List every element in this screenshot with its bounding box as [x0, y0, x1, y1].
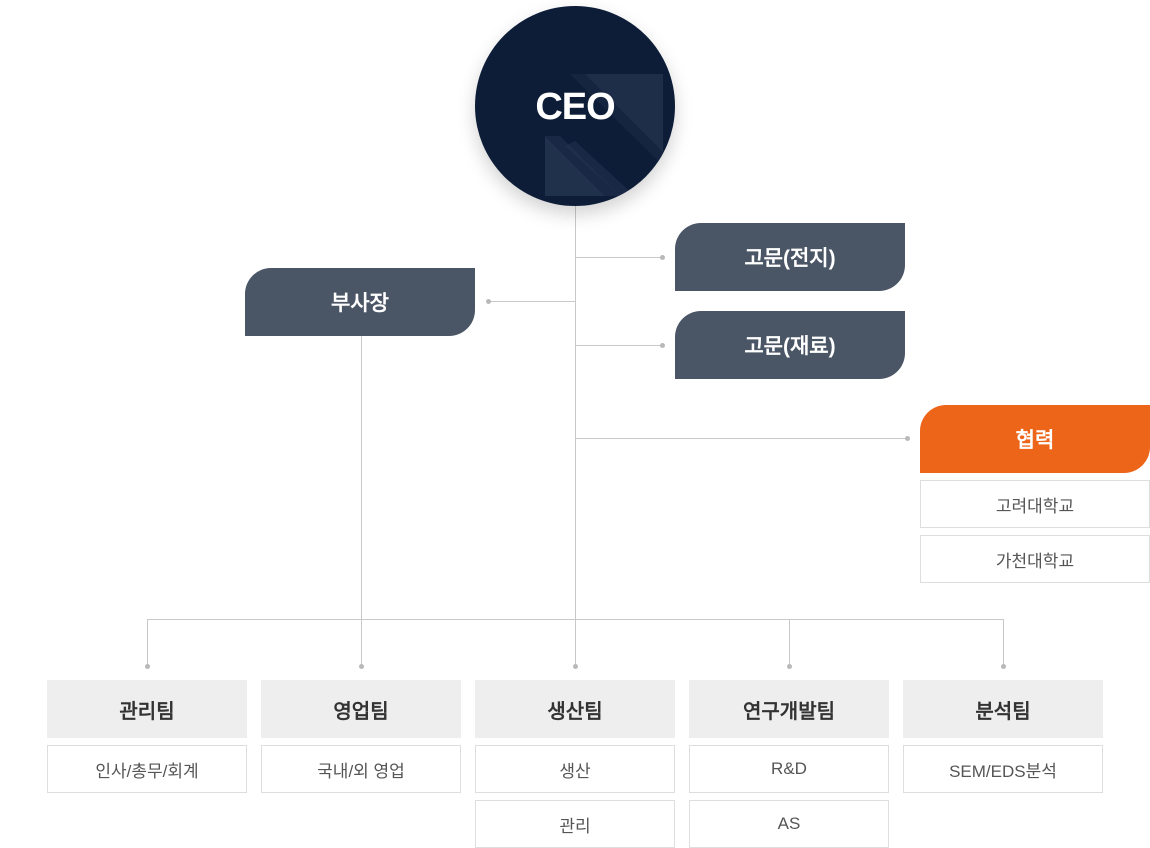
vice-president-vertical-connector	[361, 336, 362, 668]
cooperation-connector	[575, 438, 908, 439]
team1-drop-connector	[147, 619, 148, 667]
advisor-materials-node: 고문(재료)	[675, 311, 905, 379]
advisor-battery-node: 고문(전지)	[675, 223, 905, 291]
team-rnd-item-as: AS	[689, 800, 889, 848]
team-sales-item: 국내/외 영업	[261, 745, 461, 793]
cooperation-item-gachon-university: 가천대학교	[920, 535, 1150, 583]
ceo-label: CEO	[535, 86, 615, 128]
team4-drop-connector	[789, 619, 790, 667]
advisor1-connector	[575, 257, 663, 258]
team-production-item-management: 관리	[475, 800, 675, 848]
team5-drop-connector	[1003, 619, 1004, 667]
advisor1-connector-dot	[660, 255, 665, 260]
ceo-node: CEO	[475, 6, 675, 206]
advisor2-connector-dot	[660, 343, 665, 348]
team-production: 생산팀	[475, 680, 675, 738]
team-rnd: 연구개발팀	[689, 680, 889, 738]
advisor2-connector	[575, 345, 663, 346]
team-analysis-item: SEM/EDS분석	[903, 745, 1103, 793]
team3-connector-dot	[573, 664, 578, 669]
team-sales: 영업팀	[261, 680, 461, 738]
team1-connector-dot	[145, 664, 150, 669]
vice-president-connector-dot	[486, 299, 491, 304]
teams-horizontal-connector	[147, 619, 1004, 620]
cooperation-connector-dot	[905, 436, 910, 441]
vice-president-node: 부사장	[245, 268, 475, 336]
team5-connector-dot	[1001, 664, 1006, 669]
team-analysis: 분석팀	[903, 680, 1103, 738]
team-management: 관리팀	[47, 680, 247, 738]
team4-connector-dot	[787, 664, 792, 669]
team-management-item: 인사/총무/회계	[47, 745, 247, 793]
cooperation-node: 협력	[920, 405, 1150, 473]
vice-president-connector	[488, 301, 576, 302]
cooperation-item-korea-university: 고려대학교	[920, 480, 1150, 528]
team2-connector-dot	[359, 664, 364, 669]
team-rnd-item-rnd: R&D	[689, 745, 889, 793]
ceo-logo-watermark-icon	[545, 74, 663, 196]
team-production-item-production: 생산	[475, 745, 675, 793]
ceo-vertical-connector	[575, 206, 576, 668]
